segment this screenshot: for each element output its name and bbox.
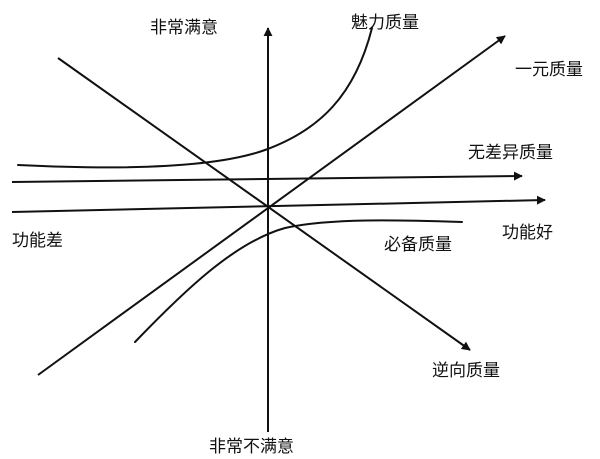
reverse-quality-label: 逆向质量 — [432, 361, 500, 381]
y-axis-top-label: 非常满意 — [150, 18, 218, 38]
y-axis-bottom-label: 非常不满意 — [209, 437, 294, 457]
x-axis-left-label: 功能差 — [12, 231, 63, 251]
must-be-quality-curve — [134, 219, 463, 343]
must-be-quality-label: 必备质量 — [384, 235, 452, 255]
one-dimensional-quality-label: 一元质量 — [515, 60, 583, 80]
attractive-quality-curve — [17, 27, 373, 169]
reverse-quality-line — [57, 57, 471, 351]
x-axis-right-label: 功能好 — [502, 223, 553, 243]
one-dimensional-quality-line — [37, 35, 506, 376]
attractive-quality-label: 魅力质量 — [351, 13, 419, 33]
indifferent-quality-line — [11, 171, 523, 183]
indifferent-quality-label: 无差异质量 — [468, 143, 553, 163]
x-axis — [11, 195, 546, 213]
